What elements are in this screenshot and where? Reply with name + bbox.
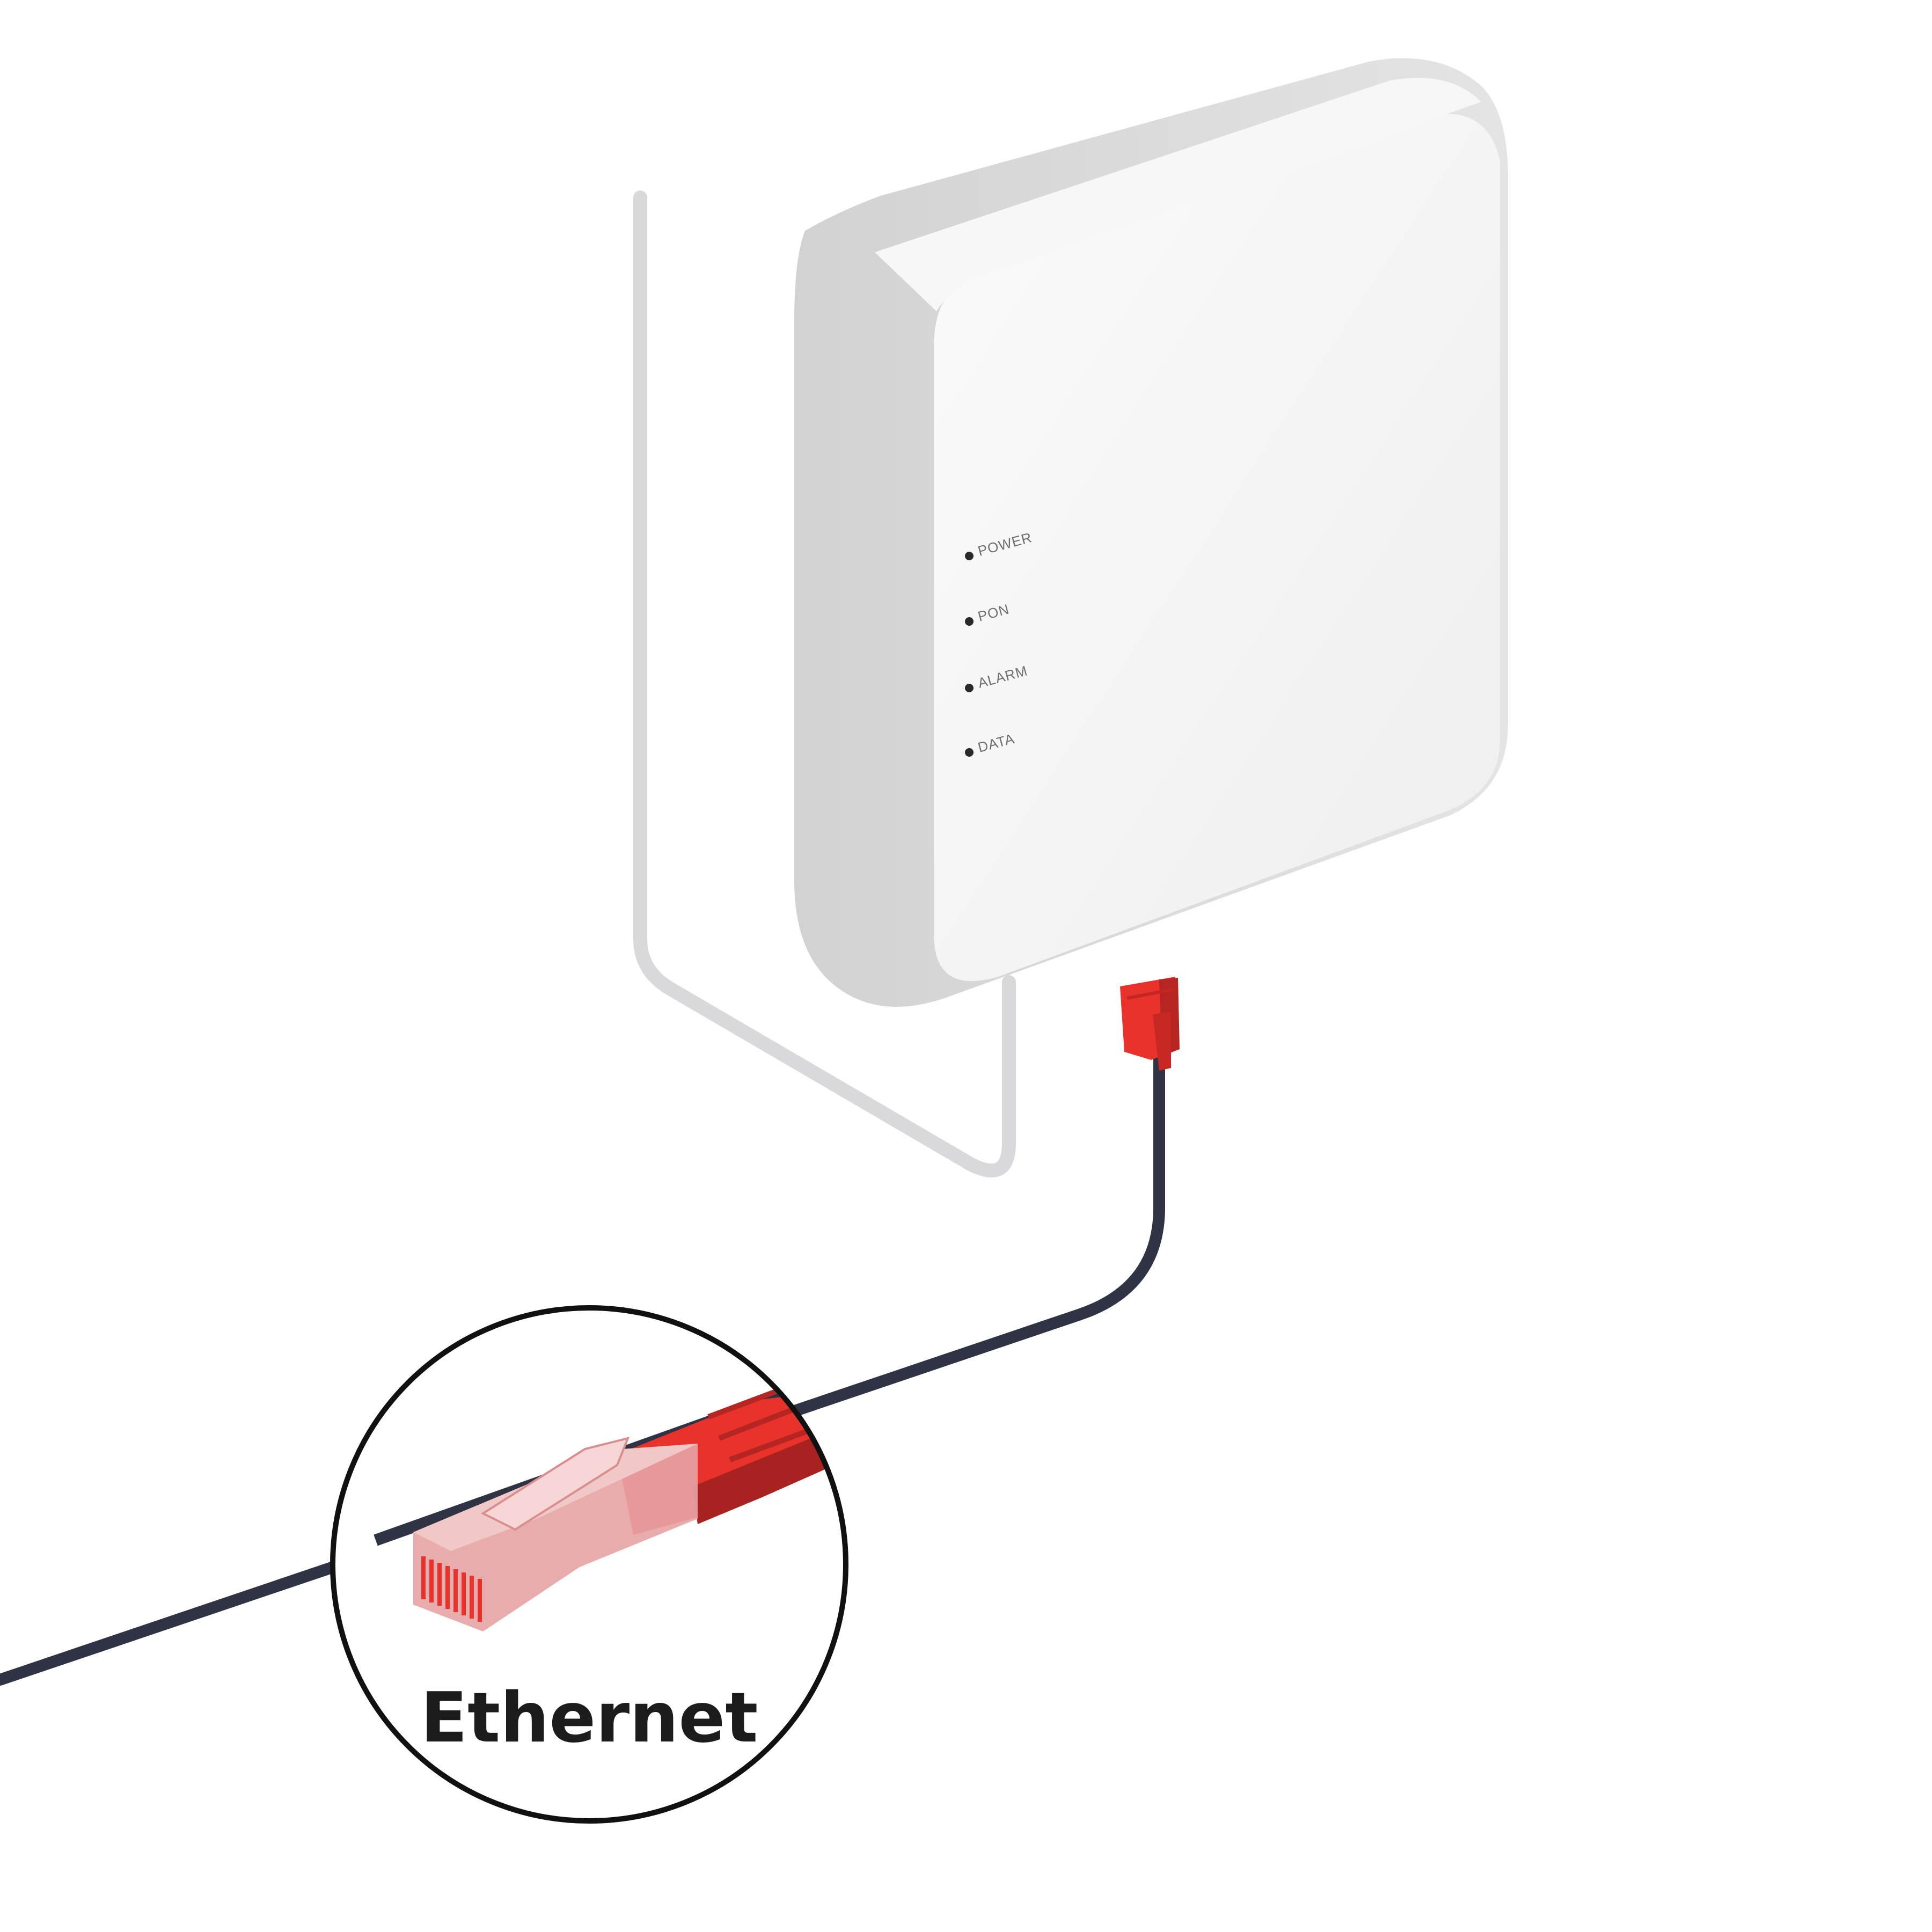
wall-bracket-outline [633, 191, 1016, 1178]
led-alarm-dot [965, 684, 974, 692]
callout-connector-latch [480, 1437, 630, 1531]
callout-ethernet-label: Ethernet [421, 1678, 758, 1758]
ethernet-callout: Ethernet [330, 1305, 848, 1824]
callout-connector-clear-body [413, 1444, 698, 1631]
connector-small-latch [1153, 1012, 1171, 1071]
ethernet-connector-small [1120, 977, 1180, 1071]
connector-small-groove [1126, 987, 1176, 1000]
router-top-bevel [875, 78, 1481, 311]
callout-border [330, 1305, 848, 1824]
ethernet-cable [0, 1046, 1165, 1686]
router-front-face [934, 113, 1500, 982]
led-power-dot [965, 552, 974, 560]
led-pon-dot [965, 617, 974, 626]
led-data-dot [965, 748, 974, 757]
callout-connector-pins [421, 1556, 482, 1622]
router-device: POWER PON ALARM DATA [794, 58, 1508, 1007]
